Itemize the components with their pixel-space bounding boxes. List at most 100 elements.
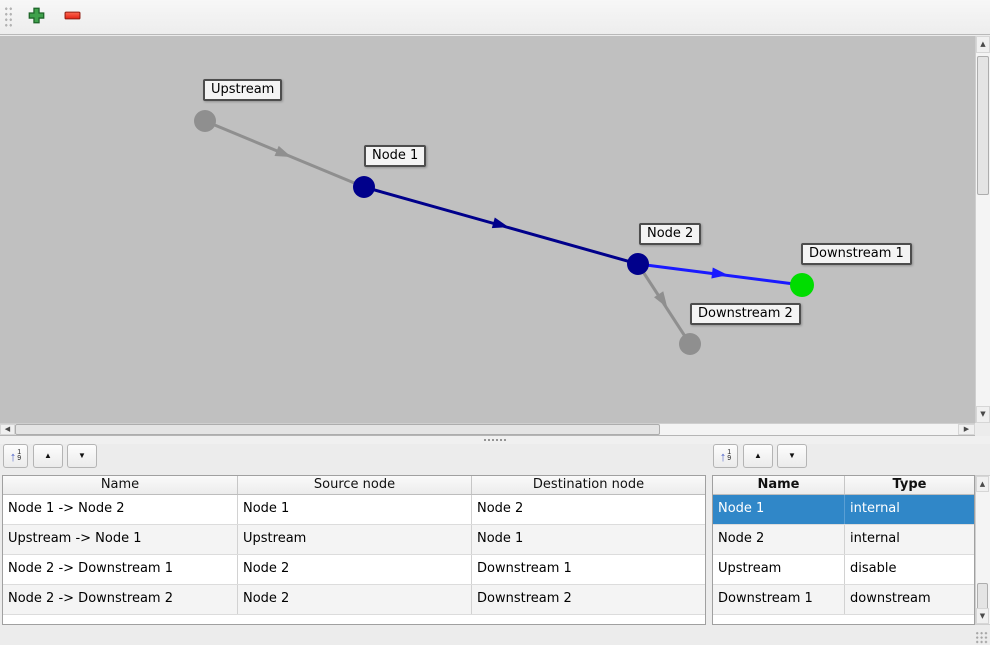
canvas-vertical-scrollbar[interactable]: ▲ ▼ xyxy=(975,36,990,423)
arrowhead-icon xyxy=(274,145,292,158)
triangle-up-icon: ▲ xyxy=(754,451,762,460)
node-label-upstream[interactable]: Upstream xyxy=(203,79,283,101)
cell-source[interactable]: Upstream xyxy=(238,525,472,554)
cell-destination[interactable]: Node 1 xyxy=(477,531,524,546)
node-upstream[interactable] xyxy=(194,110,216,132)
column-header-source[interactable]: Source node xyxy=(238,476,472,494)
node-node1[interactable] xyxy=(353,176,375,198)
table-row[interactable]: Node 2 -> Downstream 1 Node 2 Downstream… xyxy=(3,555,705,585)
triangle-down-icon: ▼ xyxy=(979,611,986,620)
cell-name[interactable]: Upstream -> Node 1 xyxy=(3,525,238,554)
splitter-grip-icon xyxy=(483,438,507,442)
sort-digits: 1 9 xyxy=(727,449,732,462)
edge-move-up-button[interactable]: ▲ xyxy=(33,444,63,468)
sort-arrow-glyph: ↑ xyxy=(9,448,17,464)
cell-source[interactable]: Node 1 xyxy=(238,495,472,524)
cell-type[interactable]: internal xyxy=(850,531,900,546)
cell-name[interactable]: Node 2 xyxy=(713,525,845,554)
window-resize-grip[interactable] xyxy=(975,631,988,644)
sort-ascending-icon: ↑ 1 9 xyxy=(9,448,22,464)
node-downstream2[interactable] xyxy=(679,333,701,355)
vertical-scroll-thumb[interactable] xyxy=(977,56,989,195)
triangle-down-icon: ▼ xyxy=(78,451,86,460)
cell-name[interactable]: Node 2 -> Downstream 1 xyxy=(3,555,238,584)
node-downstream1[interactable] xyxy=(790,273,814,297)
toolbar-drag-handle[interactable] xyxy=(4,6,13,28)
table-row[interactable]: Upstream -> Node 1 Upstream Node 1 xyxy=(3,525,705,555)
node-label-node2[interactable]: Node 2 xyxy=(639,223,702,245)
sort-digit-bottom: 9 xyxy=(17,455,22,462)
sort-arrow-glyph: ↑ xyxy=(719,448,727,464)
sort-digit-top: 1 xyxy=(727,449,732,456)
node-table: Name Type Node 1 internal Node 2 interna… xyxy=(712,475,975,625)
edge-table-sort-button[interactable]: ↑ 1 9 xyxy=(3,444,28,468)
scroll-up-button[interactable]: ▲ xyxy=(976,36,990,53)
pane-splitter[interactable] xyxy=(0,436,990,444)
table-row[interactable]: Node 1 -> Node 2 Node 1 Node 2 xyxy=(3,495,705,525)
cell-source[interactable]: Node 2 xyxy=(238,585,472,614)
edge-move-down-button[interactable]: ▼ xyxy=(67,444,97,468)
scrollbar-corner xyxy=(975,423,990,436)
scroll-left-button[interactable]: ◀ xyxy=(0,424,15,435)
column-header-type[interactable]: Type xyxy=(892,477,927,492)
column-header-name[interactable]: Name xyxy=(3,476,238,494)
triangle-up-icon: ▲ xyxy=(979,479,986,488)
table-row-selected[interactable]: Node 1 internal xyxy=(713,495,974,525)
plus-icon xyxy=(28,7,45,27)
sort-ascending-icon: ↑ 1 9 xyxy=(719,448,732,464)
node-label-downstream2[interactable]: Downstream 2 xyxy=(690,303,801,325)
arrowhead-icon xyxy=(711,267,728,279)
cell-type[interactable]: internal xyxy=(850,501,900,516)
column-header-destination[interactable]: Destination node xyxy=(532,477,645,492)
scroll-right-button[interactable]: ▶ xyxy=(958,424,975,435)
node-label-downstream1[interactable]: Downstream 1 xyxy=(801,243,912,265)
cell-name[interactable]: Upstream xyxy=(713,555,845,584)
scroll-down-button[interactable]: ▼ xyxy=(976,406,990,423)
cell-name[interactable]: Node 1 xyxy=(713,495,845,524)
edge-table-header: Name Source node Destination node xyxy=(3,476,705,495)
empty-row xyxy=(3,615,705,624)
arrowhead-icon xyxy=(491,217,509,229)
cell-type[interactable]: disable xyxy=(850,561,897,576)
node-node2[interactable] xyxy=(627,253,649,275)
remove-button[interactable] xyxy=(59,4,85,30)
triangle-up-icon: ▲ xyxy=(44,451,52,460)
canvas-horizontal-scrollbar[interactable]: ◀ ▶ xyxy=(0,423,975,436)
sort-digit-top: 1 xyxy=(17,449,22,456)
horizontal-scroll-thumb[interactable] xyxy=(15,424,660,435)
vertical-scroll-thumb[interactable] xyxy=(977,583,988,610)
edge-table: Name Source node Destination node Node 1… xyxy=(2,475,706,625)
empty-row xyxy=(713,615,974,624)
sort-digits: 1 9 xyxy=(17,449,22,462)
table-row[interactable]: Node 2 -> Downstream 2 Node 2 Downstream… xyxy=(3,585,705,615)
triangle-left-icon: ◀ xyxy=(4,425,11,433)
cell-name[interactable]: Node 1 -> Node 2 xyxy=(3,495,238,524)
cell-name[interactable]: Node 2 -> Downstream 2 xyxy=(3,585,238,614)
node-label-node1[interactable]: Node 1 xyxy=(364,145,427,167)
cell-destination[interactable]: Downstream 1 xyxy=(477,561,572,576)
table-row[interactable]: Node 2 internal xyxy=(713,525,974,555)
node-table-sort-button[interactable]: ↑ 1 9 xyxy=(713,444,738,468)
cell-name[interactable]: Downstream 1 xyxy=(713,585,845,614)
add-button[interactable] xyxy=(23,4,49,30)
table-row[interactable]: Upstream disable xyxy=(713,555,974,585)
cell-type[interactable]: downstream xyxy=(850,591,931,606)
graph-canvas[interactable]: Upstream Node 1 Node 2 Downstream 1 Down… xyxy=(0,36,975,423)
minus-icon xyxy=(64,7,81,27)
node-move-up-button[interactable]: ▲ xyxy=(743,444,773,468)
cell-destination[interactable]: Node 2 xyxy=(477,501,524,516)
cell-destination[interactable]: Downstream 2 xyxy=(477,591,572,606)
scroll-up-button[interactable]: ▲ xyxy=(976,476,989,492)
node-table-scrollbar[interactable]: ▲ ▼ xyxy=(975,475,990,625)
triangle-right-icon: ▶ xyxy=(963,425,970,433)
table-row[interactable]: Downstream 1 downstream xyxy=(713,585,974,615)
main-toolbar xyxy=(0,0,990,35)
node-move-down-button[interactable]: ▼ xyxy=(777,444,807,468)
arrowhead-icon xyxy=(654,291,668,308)
cell-source[interactable]: Node 2 xyxy=(238,555,472,584)
graph-svg xyxy=(194,110,814,355)
sort-digit-bottom: 9 xyxy=(727,455,732,462)
scroll-down-button[interactable]: ▼ xyxy=(976,608,989,624)
column-header-name[interactable]: Name xyxy=(713,476,845,494)
triangle-down-icon: ▼ xyxy=(788,451,796,460)
